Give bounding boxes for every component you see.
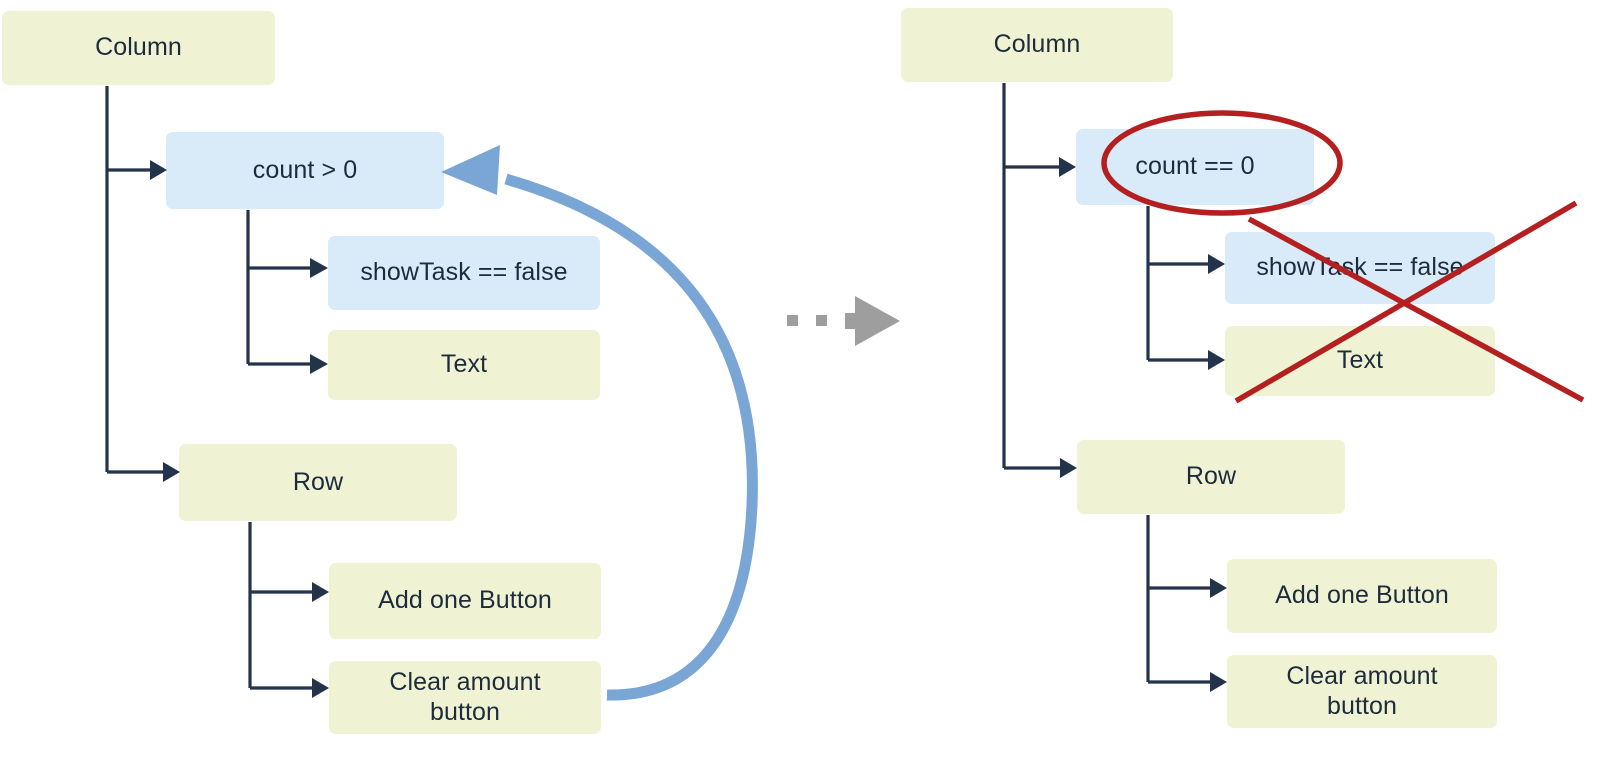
node-label-line1: Clear amount — [1286, 662, 1438, 690]
node-label: Add one Button — [378, 586, 552, 615]
right-connector-column-spine — [1002, 83, 1077, 478]
node-label: Add one Button — [1275, 581, 1449, 610]
left-node-clear-button: Clear amount button — [329, 661, 601, 734]
right-node-clear-button: Clear amount button — [1227, 655, 1497, 728]
right-connector-row-spine — [1146, 515, 1227, 692]
left-node-add-button: Add one Button — [329, 563, 601, 639]
left-node-text: Text — [328, 330, 600, 400]
right-node-show-task: showTask == false — [1225, 232, 1495, 304]
node-label: Text — [1336, 346, 1384, 375]
node-label: Row — [1185, 462, 1237, 491]
transition-dot-2 — [816, 315, 827, 326]
right-connector-condition-spine — [1146, 206, 1225, 370]
node-label: showTask == false — [360, 258, 568, 287]
node-label: count == 0 — [1135, 152, 1255, 181]
node-label: showTask == false — [1256, 253, 1464, 282]
transition-dot-1 — [787, 315, 798, 326]
left-connector-row-spine — [248, 522, 329, 698]
right-node-column: Column — [901, 8, 1173, 82]
node-label-line1: Clear amount — [389, 668, 541, 696]
node-label: Column — [993, 30, 1081, 59]
node-label: Column — [95, 33, 182, 62]
left-node-column: Column — [2, 11, 275, 85]
node-label-line2: button — [429, 697, 501, 726]
transition-arrowhead — [855, 296, 900, 346]
node-label-line2: button — [1326, 691, 1398, 720]
left-node-show-task: showTask == false — [328, 236, 600, 310]
node-label: count > 0 — [252, 155, 358, 184]
state-transition-arrow — [787, 296, 900, 346]
node-label: Row — [292, 467, 344, 496]
right-node-row: Row — [1077, 440, 1345, 514]
left-node-condition: count > 0 — [166, 132, 444, 209]
node-label: Text — [440, 350, 488, 379]
left-node-row: Row — [179, 444, 457, 521]
left-connector-condition-spine — [246, 210, 328, 374]
right-node-condition: count == 0 — [1076, 129, 1314, 205]
right-node-add-button: Add one Button — [1227, 559, 1497, 633]
right-node-text: Text — [1225, 326, 1495, 396]
